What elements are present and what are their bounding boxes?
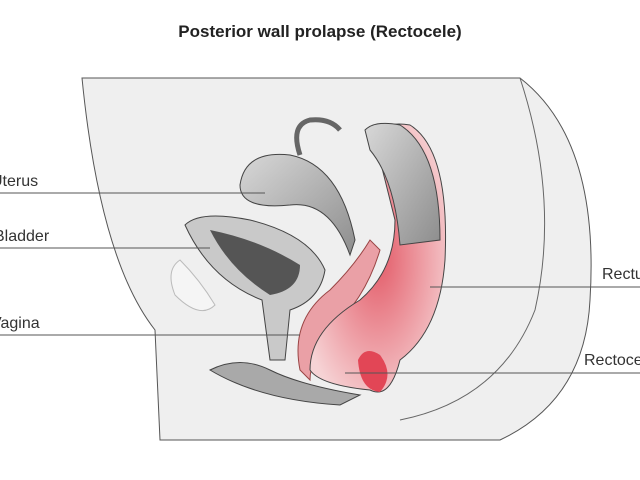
rectocele-bulge: [358, 351, 388, 392]
label-vagina: Vagina: [0, 315, 40, 332]
perineum: [208, 362, 362, 406]
fallopian-tube: [294, 117, 342, 156]
label-rectocele: Rectocele: [584, 352, 640, 369]
diagram-title: Posterior wall prolapse (Rectocele): [178, 22, 462, 41]
pubic-bone: [170, 259, 216, 312]
bladder-inner: [210, 230, 300, 295]
bladder: [184, 215, 326, 361]
rectum-upper: [364, 122, 441, 246]
label-uterus: Uterus: [0, 173, 39, 190]
label-bladder: Bladder: [0, 228, 50, 245]
label-rectum: Rectum: [602, 266, 640, 283]
uterus: [239, 153, 356, 257]
sacrum-outline: [399, 77, 546, 421]
body-outline: [81, 77, 592, 441]
